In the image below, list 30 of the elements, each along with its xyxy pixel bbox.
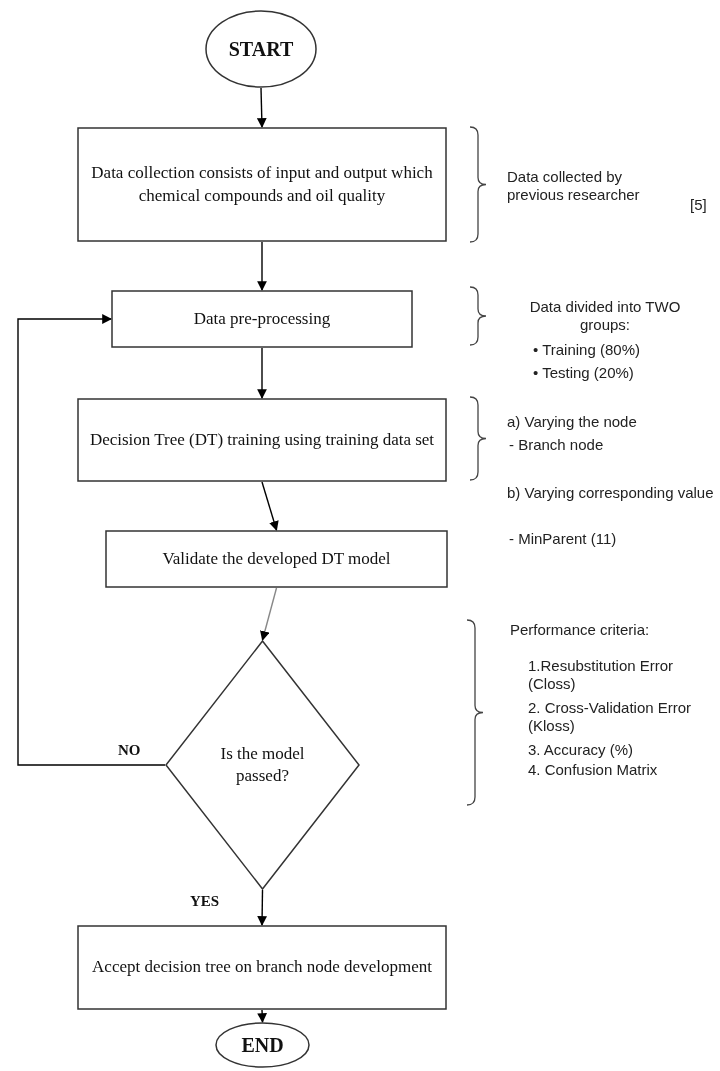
annotation-item: • Training (80%) [533,341,641,359]
terminal-label: START [227,37,295,62]
annotation-item: - MinParent (11) [509,530,618,548]
annotation-item: 4. Confusion Matrix [528,761,659,779]
annotation-text: Performance criteria: [510,621,651,639]
arrow [260,587,278,641]
annotation-item: [5] [690,196,708,214]
annotation-item: 3. Accuracy (%) [528,741,635,759]
annotation-item: 1.Resubstitution Error (Closs) [528,657,675,693]
annotation-item: 2. Cross-Validation Error (Kloss) [528,699,693,735]
process-label: Data pre-processing [192,307,332,330]
annotation-item: b) Varying corresponding value [507,484,715,502]
arrow [17,314,166,766]
process-label: Data collection consists of input and output which chemical compounds and oil quality [90,162,434,207]
terminal-label: END [240,1033,285,1058]
arrow [257,241,267,291]
process-label: Accept decision tree on branch node development [91,956,433,979]
annotation-item: • Testing (20%) [533,364,635,382]
arrow [261,481,279,531]
arrow [257,1009,268,1023]
annotation-text: a) Varying the node [507,413,638,431]
process-label: Decision Tree (DT) training using training data set [88,428,436,451]
annotation-text: Data collected by previous researcher [507,168,641,204]
arrow [257,889,268,926]
arrow [256,87,267,128]
annotation-item: - Branch node [509,436,605,454]
process-label: Validate the developed DT model [161,547,392,570]
arrow [257,347,267,399]
annotation-text: Data divided into TWO groups: [528,298,682,334]
decision-label: Is the model passed? [219,742,306,787]
